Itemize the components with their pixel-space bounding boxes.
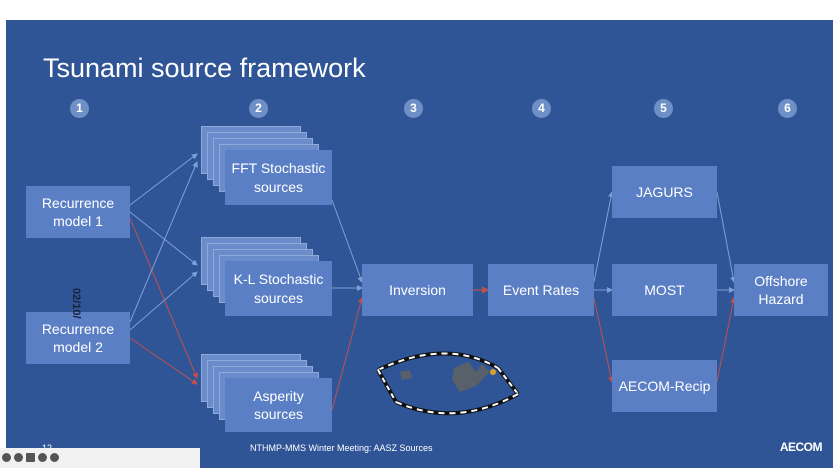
recurrence-model-1-box: Recurrence model 1 [26,186,130,238]
most-box: MOST [612,264,717,316]
slide: Tsunami source framework 1 2 3 4 5 6 [6,20,833,468]
step-2-badge: 2 [249,99,268,118]
step-5-badge: 5 [654,99,673,118]
arrow-fft-inversion [331,199,364,283]
fft-stochastic-sources-label: FFT Stochastic sources [231,160,326,195]
arrow-jagurs-offshore [716,191,737,283]
step-3-badge: 3 [404,99,423,118]
step-6-badge: 6 [778,99,797,118]
arrow-asperity-inversion [331,297,364,411]
footer-text: NTHMP-MMS Winter Meeting: AASZ Sources [250,443,433,453]
aecom-recip-box: AECOM-Recip [612,360,717,412]
kl-stochastic-sources-label: K-L Stochastic sources [233,271,324,306]
event-rates-box: Event Rates [488,264,594,316]
jagurs-box: JAGURS [612,166,717,218]
kl-stochastic-sources-box: K-L Stochastic sources [225,261,332,316]
inversion-box: Inversion [362,264,473,316]
most-label: MOST [644,281,685,298]
arrow-r2-fft [129,161,198,323]
asperity-sources-label: Asperity sources [253,387,304,422]
options-icon[interactable] [50,453,59,462]
jagurs-label: JAGURS [636,183,693,200]
presentation-controls [0,448,200,468]
arrow-rates-recip [593,297,614,383]
step-1-badge: 1 [70,99,89,118]
recurrence-model-2-box: Recurrence model 2 [26,312,130,364]
inversion-label: Inversion [389,281,446,298]
fft-stochastic-sources-box: FFT Stochastic sources [225,150,332,205]
previous-icon[interactable] [2,453,11,462]
arrow-r2-asperity [129,337,198,385]
aecom-recip-label: AECOM-Recip [618,377,711,394]
arrow-recip-offshore [716,297,736,383]
arrow-r1-fft [129,153,198,206]
next-icon[interactable] [14,453,23,462]
slides-icon[interactable] [26,453,35,462]
date-watermark: 02/10/ [70,288,82,319]
arrow-rates-jagurs [593,191,614,283]
flow-arrows [129,153,737,416]
step-4-badge: 4 [532,99,551,118]
event-rates-label: Event Rates [502,281,580,298]
subduction-zone-map [376,351,520,416]
offshore-hazard-box: Offshore Hazard [734,264,828,316]
offshore-hazard-label: Offshore Hazard [754,272,808,307]
asperity-sources-box: Asperity sources [225,378,332,432]
aecom-logo: AECOM [779,440,823,454]
slide-title: Tsunami source framework [43,53,366,83]
arrow-r1-asperity [129,217,198,379]
arrow-r1-kl [129,211,198,266]
arrow-r2-kl [129,271,198,331]
zoom-icon[interactable] [38,453,47,462]
recurrence-model-2-label: Recurrence model 2 [41,320,115,355]
recurrence-model-1-label: Recurrence model 1 [41,194,115,229]
